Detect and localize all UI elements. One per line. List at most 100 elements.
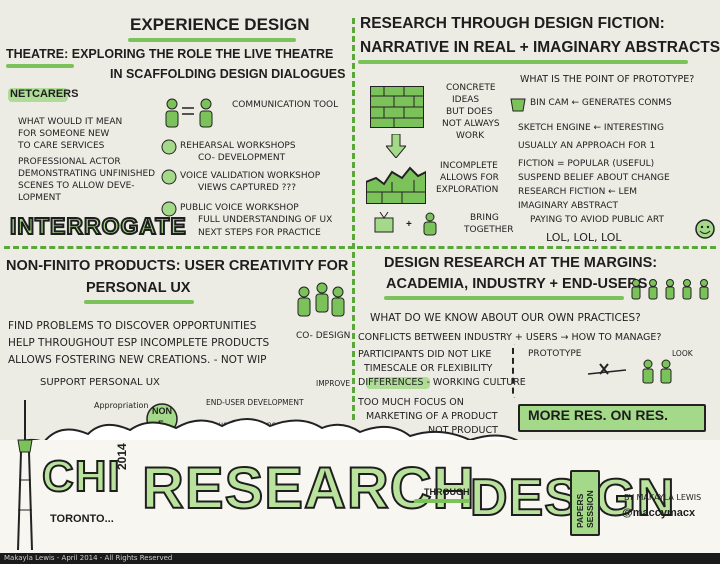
margins-title-2: ACADEMIA, INDUSTRY + END-USERS bbox=[386, 276, 648, 292]
prototype-label: PROTOTYPE bbox=[528, 349, 582, 359]
through-underline bbox=[414, 499, 470, 503]
nonfinito-point-3: ALLOWS FOSTERING NEW CREATIONS. - NOT WI… bbox=[8, 354, 267, 366]
banner-base bbox=[0, 440, 720, 553]
experience-title-underline bbox=[128, 38, 296, 42]
papers-session-box bbox=[570, 470, 600, 536]
codesign-label: CO- DESIGN bbox=[296, 331, 351, 341]
theatre-subtitle-underline bbox=[6, 64, 74, 68]
margins-underline bbox=[384, 296, 624, 300]
experience-note-3: TO CARE SERVICES bbox=[18, 141, 105, 151]
experience-note-7: LOPMENT bbox=[18, 193, 61, 203]
tv-icon bbox=[374, 212, 394, 233]
copyright-footer: Makayla Lewis - April 2014 - All Rights … bbox=[0, 553, 720, 564]
session-label: SESSION bbox=[585, 490, 595, 528]
vertical-divider bbox=[352, 18, 355, 420]
step-rehearsal: REHEARSAL WORKSHOPS bbox=[180, 141, 296, 151]
communication-tool-label: COMMUNICATION TOOL bbox=[232, 100, 339, 110]
margins-title-1: DESIGN RESEARCH AT THE MARGINS: bbox=[384, 255, 658, 271]
step-numbers-icon bbox=[161, 139, 177, 217]
author-label: BY MAKAYLA LEWIS bbox=[624, 493, 702, 502]
fiction-point-lol: LOL, LOL, LOL bbox=[546, 231, 622, 244]
appropriation-label: Appropriation bbox=[94, 401, 149, 410]
fiction-point-sketch-engine: SKETCH ENGINE ← INTERESTING bbox=[518, 123, 664, 133]
look-label: LOOK bbox=[672, 349, 693, 358]
fiction-title-1: RESEARCH THROUGH DESIGN FICTION: bbox=[360, 15, 665, 32]
concrete-2: IDEAS bbox=[452, 95, 480, 105]
margins-point-timescale: TIMESCALE OR FLEXIBILITY bbox=[364, 363, 493, 374]
fiction-point-research-fiction: RESEARCH FICTION ← LEM bbox=[518, 187, 638, 197]
research-word: RESEARCH bbox=[141, 455, 476, 522]
experience-note-6: SCENES TO ALLOW DEVE- bbox=[18, 181, 135, 191]
experience-note-4: PROFESSIONAL ACTOR bbox=[18, 157, 121, 167]
margins-point-differences: DIFFERENCES - WORKING CULTURE bbox=[358, 377, 526, 388]
step-codevelopment: CO- DEVELOPMENT bbox=[198, 153, 286, 163]
toronto-label: TORONTO... bbox=[50, 513, 114, 525]
fiction-title-underline bbox=[358, 60, 688, 64]
differences-highlight bbox=[366, 377, 430, 389]
fiction-title-2: NARRATIVE IN REAL + IMAGINARY ABSTRACTS bbox=[360, 39, 720, 56]
theatre-subtitle-1: THEATRE: EXPLORING THE ROLE THE LIVE THE… bbox=[6, 47, 334, 61]
interrogate-label: INTERROGATE bbox=[9, 212, 187, 240]
experience-note-1: WHAT WOULD IT MEAN bbox=[18, 117, 123, 127]
fiction-point-approach: USUALLY AN APPROACH FOR 1 bbox=[518, 141, 656, 151]
concrete-3: BUT DOES bbox=[446, 107, 493, 117]
margins-point-participants: PARTICIPANTS DID NOT LIKE bbox=[358, 349, 492, 360]
prototype-box bbox=[512, 344, 710, 398]
broken-wall-icon bbox=[366, 166, 426, 204]
bin-icon bbox=[510, 98, 526, 112]
fiction-point-popular: FICTION = POPULAR (USEFUL) bbox=[518, 159, 655, 169]
incomplete-2: ALLOWS FOR bbox=[440, 173, 499, 183]
netcarers-label: NETCARERS bbox=[10, 88, 79, 100]
margins-point-not-product: NOT PRODUCT bbox=[428, 425, 498, 436]
theatre-subtitle-2: IN SCAFFOLDING DESIGN DIALOGUES bbox=[110, 67, 346, 81]
chi-year: 2014 bbox=[115, 443, 129, 470]
fiction-point-imaginary: IMAGINARY ABSTRACT bbox=[518, 201, 619, 211]
bring-2: TOGETHER bbox=[464, 225, 514, 235]
down-arrow-icon bbox=[386, 134, 406, 158]
step-full-understanding: FULL UNDERSTANDING OF UX bbox=[198, 215, 333, 225]
cn-tower-icon bbox=[17, 400, 33, 550]
through-word: THROUGH bbox=[424, 487, 470, 497]
plus-sign: + bbox=[406, 219, 412, 230]
people-icon bbox=[165, 98, 213, 128]
netcarers-highlight bbox=[8, 88, 68, 102]
improve-label: IMPROVE bbox=[316, 379, 351, 388]
fiction-point-suspend: SUSPEND BELIEF ABOUT CHANGE bbox=[518, 173, 670, 183]
step-voice-validation: VOICE VALIDATION WORKSHOP bbox=[180, 171, 321, 181]
prototype-question: WHAT IS THE POINT OF PROTOTYPE? bbox=[520, 74, 695, 85]
concrete-5: WORK bbox=[456, 131, 485, 141]
margins-point-conflicts: CONFLICTS BETWEEN INDUSTRY + USERS → HOW… bbox=[358, 332, 662, 343]
concrete-4: NOT ALWAYS bbox=[442, 119, 500, 129]
bring-1: BRING bbox=[470, 213, 499, 223]
margins-point-focus: TOO MUCH FOCUS ON bbox=[358, 397, 464, 408]
step-public-voice: PUBLIC VOICE WORKSHOP bbox=[180, 203, 299, 213]
step-next-steps: NEXT STEPS FOR PRACTICE bbox=[198, 228, 321, 238]
author-handle: @maccymacx bbox=[622, 507, 696, 519]
fiction-point-public-art: PAYING TO AVIOD PUBLIC ART bbox=[530, 215, 664, 225]
nonfinito-underline bbox=[84, 300, 194, 304]
more-research-box bbox=[518, 404, 706, 432]
step-views-captured: VIEWS CAPTURED ??? bbox=[198, 183, 296, 193]
concrete-1: CONCRETE bbox=[446, 83, 496, 93]
nonfinito-title-2: PERSONAL UX bbox=[86, 280, 191, 296]
more-research-label: MORE RES. ON RES. bbox=[528, 407, 669, 423]
fiction-point-bin-cam: BIN CAM ← GENERATES CONMS bbox=[530, 98, 672, 108]
nonfinito-point-1: FIND PROBLEMS TO DISCOVER OPPORTUNITIES bbox=[8, 320, 257, 332]
nonfinito-point-4: SUPPORT PERSONAL UX bbox=[40, 377, 160, 388]
experience-note-5: DEMONSTRATING UNFINISHED bbox=[18, 169, 156, 179]
incomplete-1: INCOMPLETE bbox=[440, 161, 498, 171]
non-f-label-1: NON bbox=[152, 406, 172, 416]
smiley-icon bbox=[695, 219, 715, 239]
end-user-dev-label: END-USER DEVELOPMENT bbox=[206, 398, 304, 407]
horizontal-divider bbox=[4, 246, 716, 249]
chi-logo: CHI bbox=[41, 451, 121, 502]
person-icon bbox=[423, 212, 437, 236]
margins-point-marketing: MARKETING OF A PRODUCT bbox=[366, 411, 498, 422]
nonfinito-title-1: NON-FINITO PRODUCTS: USER CREATIVITY FOR bbox=[6, 258, 349, 274]
crowd-icon bbox=[631, 279, 709, 300]
brick-wall-icon bbox=[370, 86, 424, 128]
incomplete-3: EXPLORATION bbox=[436, 185, 499, 195]
group-people-icon bbox=[297, 282, 345, 317]
papers-label: PAPERS bbox=[575, 493, 585, 528]
experience-title: EXPERIENCE DESIGN bbox=[130, 15, 310, 34]
